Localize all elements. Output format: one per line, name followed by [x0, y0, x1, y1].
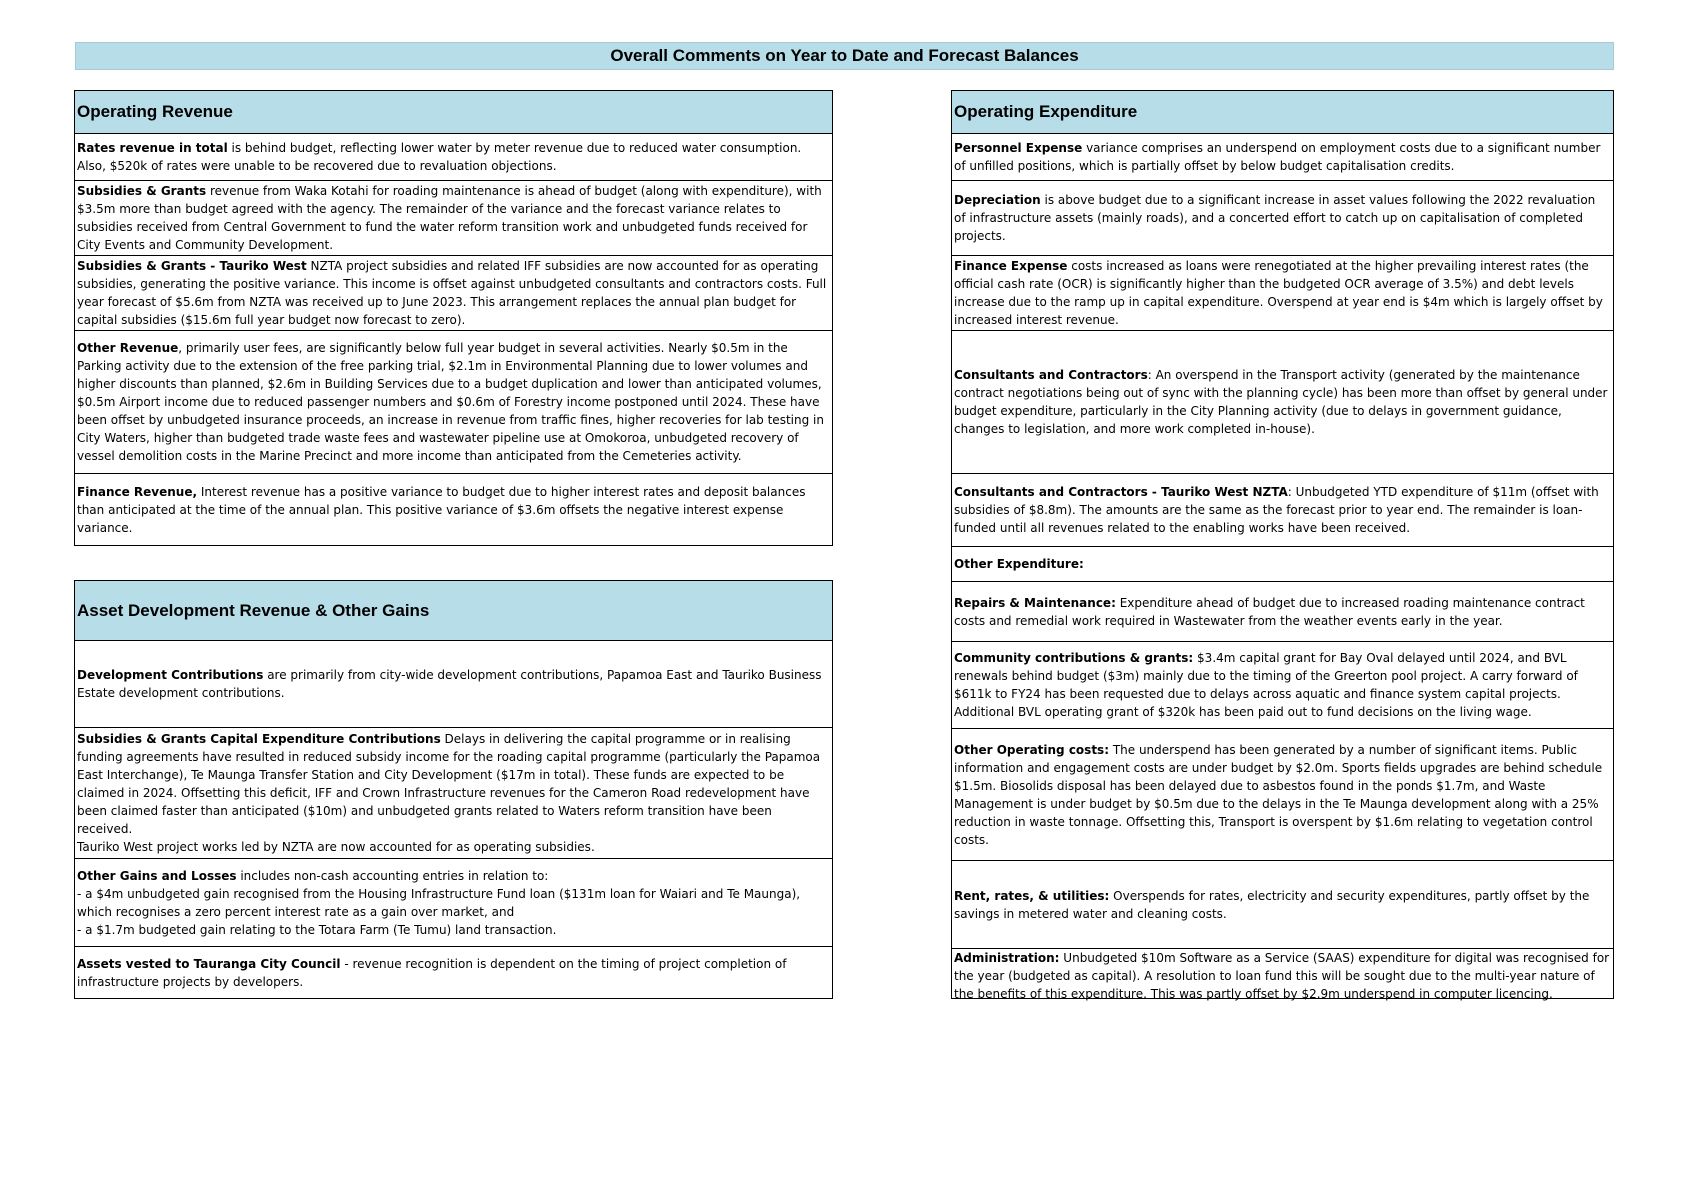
list-item: Depreciation is above budget due to a si…	[952, 181, 1613, 256]
list-item: Subsidies & Grants revenue from Waka Kot…	[75, 181, 832, 256]
item-text: $3.4m capital grant for Bay Oval delayed…	[954, 651, 1578, 719]
list-item: Other Revenue, primarily user fees, are …	[75, 331, 832, 474]
item-term: Personnel Expense	[954, 141, 1083, 155]
item-term: Repairs & Maintenance:	[954, 595, 1116, 610]
item-term: Subsidies & Grants - Tauriko West	[77, 259, 307, 273]
item-text: NZTA project subsidies and related IFF s…	[77, 259, 827, 327]
item-term: Subsidies & Grants Capital Expenditure C…	[77, 732, 441, 746]
asset-development-heading: Asset Development Revenue & Other Gains	[75, 581, 832, 641]
item-term: Other Expenditure:	[954, 557, 1084, 571]
item-text: - revenue recognition is dependent on th…	[77, 957, 787, 989]
item-text: costs increased as loans were renegotiat…	[954, 259, 1603, 327]
bullet-item: - a $1.7m budgeted gain relating to the …	[77, 922, 557, 937]
item-term: Other Revenue	[77, 341, 179, 355]
list-item: Subsidies & Grants Capital Expenditure C…	[75, 728, 832, 859]
item-text: are primarily from city-wide development…	[77, 668, 822, 700]
item-term: Finance Revenue,	[77, 484, 198, 499]
item-term: Assets vested to Tauranga City Council	[77, 957, 341, 971]
item-text: Interest revenue has a positive variance…	[77, 484, 806, 535]
list-item: Repairs & Maintenance: Expenditure ahead…	[952, 582, 1613, 642]
list-item: Consultants and Contractors - Tauriko We…	[952, 474, 1613, 547]
item-text: Unbudgeted $10m Software as a Service (S…	[954, 951, 1610, 1001]
item-extra: Tauriko West project works led by NZTA a…	[77, 840, 595, 854]
list-item: Finance Expense costs increased as loans…	[952, 256, 1613, 331]
item-text: : Unbudgeted YTD expenditure of $11m (of…	[954, 485, 1599, 535]
list-item: Finance Revenue, Interest revenue has a …	[75, 474, 832, 545]
asset-development-panel: Asset Development Revenue & Other Gains …	[74, 580, 833, 999]
operating-revenue-heading: Operating Revenue	[75, 91, 832, 134]
item-term: Rates revenue in total	[77, 141, 228, 155]
list-item: Consultants and Contractors: An overspen…	[952, 331, 1613, 474]
list-item: Development Contributions are primarily …	[75, 641, 832, 728]
list-item: Community contributions & grants: $3.4m …	[952, 642, 1613, 729]
list-item: Other Operating costs: The underspend ha…	[952, 729, 1613, 861]
item-text: Overspends for rates, electricity and se…	[954, 888, 1590, 921]
list-item: Rates revenue in total is behind budget,…	[75, 134, 832, 181]
item-text: Delays in delivering the capital program…	[77, 732, 821, 836]
section-heading: Operating Revenue	[77, 102, 233, 121]
item-term: Community contributions & grants:	[954, 651, 1194, 665]
page-title: Overall Comments on Year to Date and For…	[75, 42, 1614, 70]
item-text: : An overspend in the Transport activity…	[954, 368, 1608, 436]
list-item: Assets vested to Tauranga City Council -…	[75, 947, 832, 999]
item-text: is above budget due to a significant inc…	[954, 193, 1596, 243]
list-item: Rent, rates, & utilities: Overspends for…	[952, 861, 1613, 949]
operating-expenditure-heading: Operating Expenditure	[952, 91, 1613, 134]
item-term: Subsidies & Grants	[77, 184, 207, 198]
item-text: Expenditure ahead of budget due to incre…	[954, 595, 1585, 628]
item-term: Rent, rates, & utilities:	[954, 888, 1110, 903]
item-term: Consultants and Contractors	[954, 368, 1148, 382]
list-item: Administration: Unbudgeted $10m Software…	[952, 949, 1613, 1001]
item-text: The underspend has been generated by a n…	[954, 742, 1603, 847]
bullet-item: - a $4m unbudgeted gain recognised from …	[77, 886, 801, 919]
item-term: Administration:	[954, 951, 1060, 965]
item-term: Consultants and Contractors - Tauriko We…	[954, 485, 1288, 499]
section-heading: Operating Expenditure	[954, 102, 1138, 121]
section-heading: Asset Development Revenue & Other Gains	[77, 600, 430, 620]
list-item: Other Gains and Losses includes non-cash…	[75, 859, 832, 947]
item-text: variance comprises an underspend on empl…	[954, 141, 1601, 173]
operating-expenditure-panel: Operating Expenditure Personnel Expense …	[951, 90, 1614, 1001]
item-term: Finance Expense	[954, 259, 1068, 273]
item-text: revenue from Waka Kotahi for roading mai…	[77, 184, 822, 252]
item-term: Depreciation	[954, 193, 1041, 207]
list-item: Subsidies & Grants - Tauriko West NZTA p…	[75, 256, 832, 331]
item-text: , primarily user fees, are significantly…	[77, 341, 824, 463]
item-text: is behind budget, reflecting lower water…	[77, 141, 802, 173]
item-term: Other Operating costs:	[954, 742, 1109, 757]
item-text: includes non-cash accounting entries in …	[236, 868, 549, 883]
operating-revenue-panel: Operating Revenue Rates revenue in total…	[74, 90, 833, 546]
list-item: Other Expenditure:	[952, 547, 1613, 582]
item-term: Development Contributions	[77, 668, 264, 682]
list-item: Personnel Expense variance comprises an …	[952, 134, 1613, 181]
item-term: Other Gains and Losses	[77, 868, 237, 883]
